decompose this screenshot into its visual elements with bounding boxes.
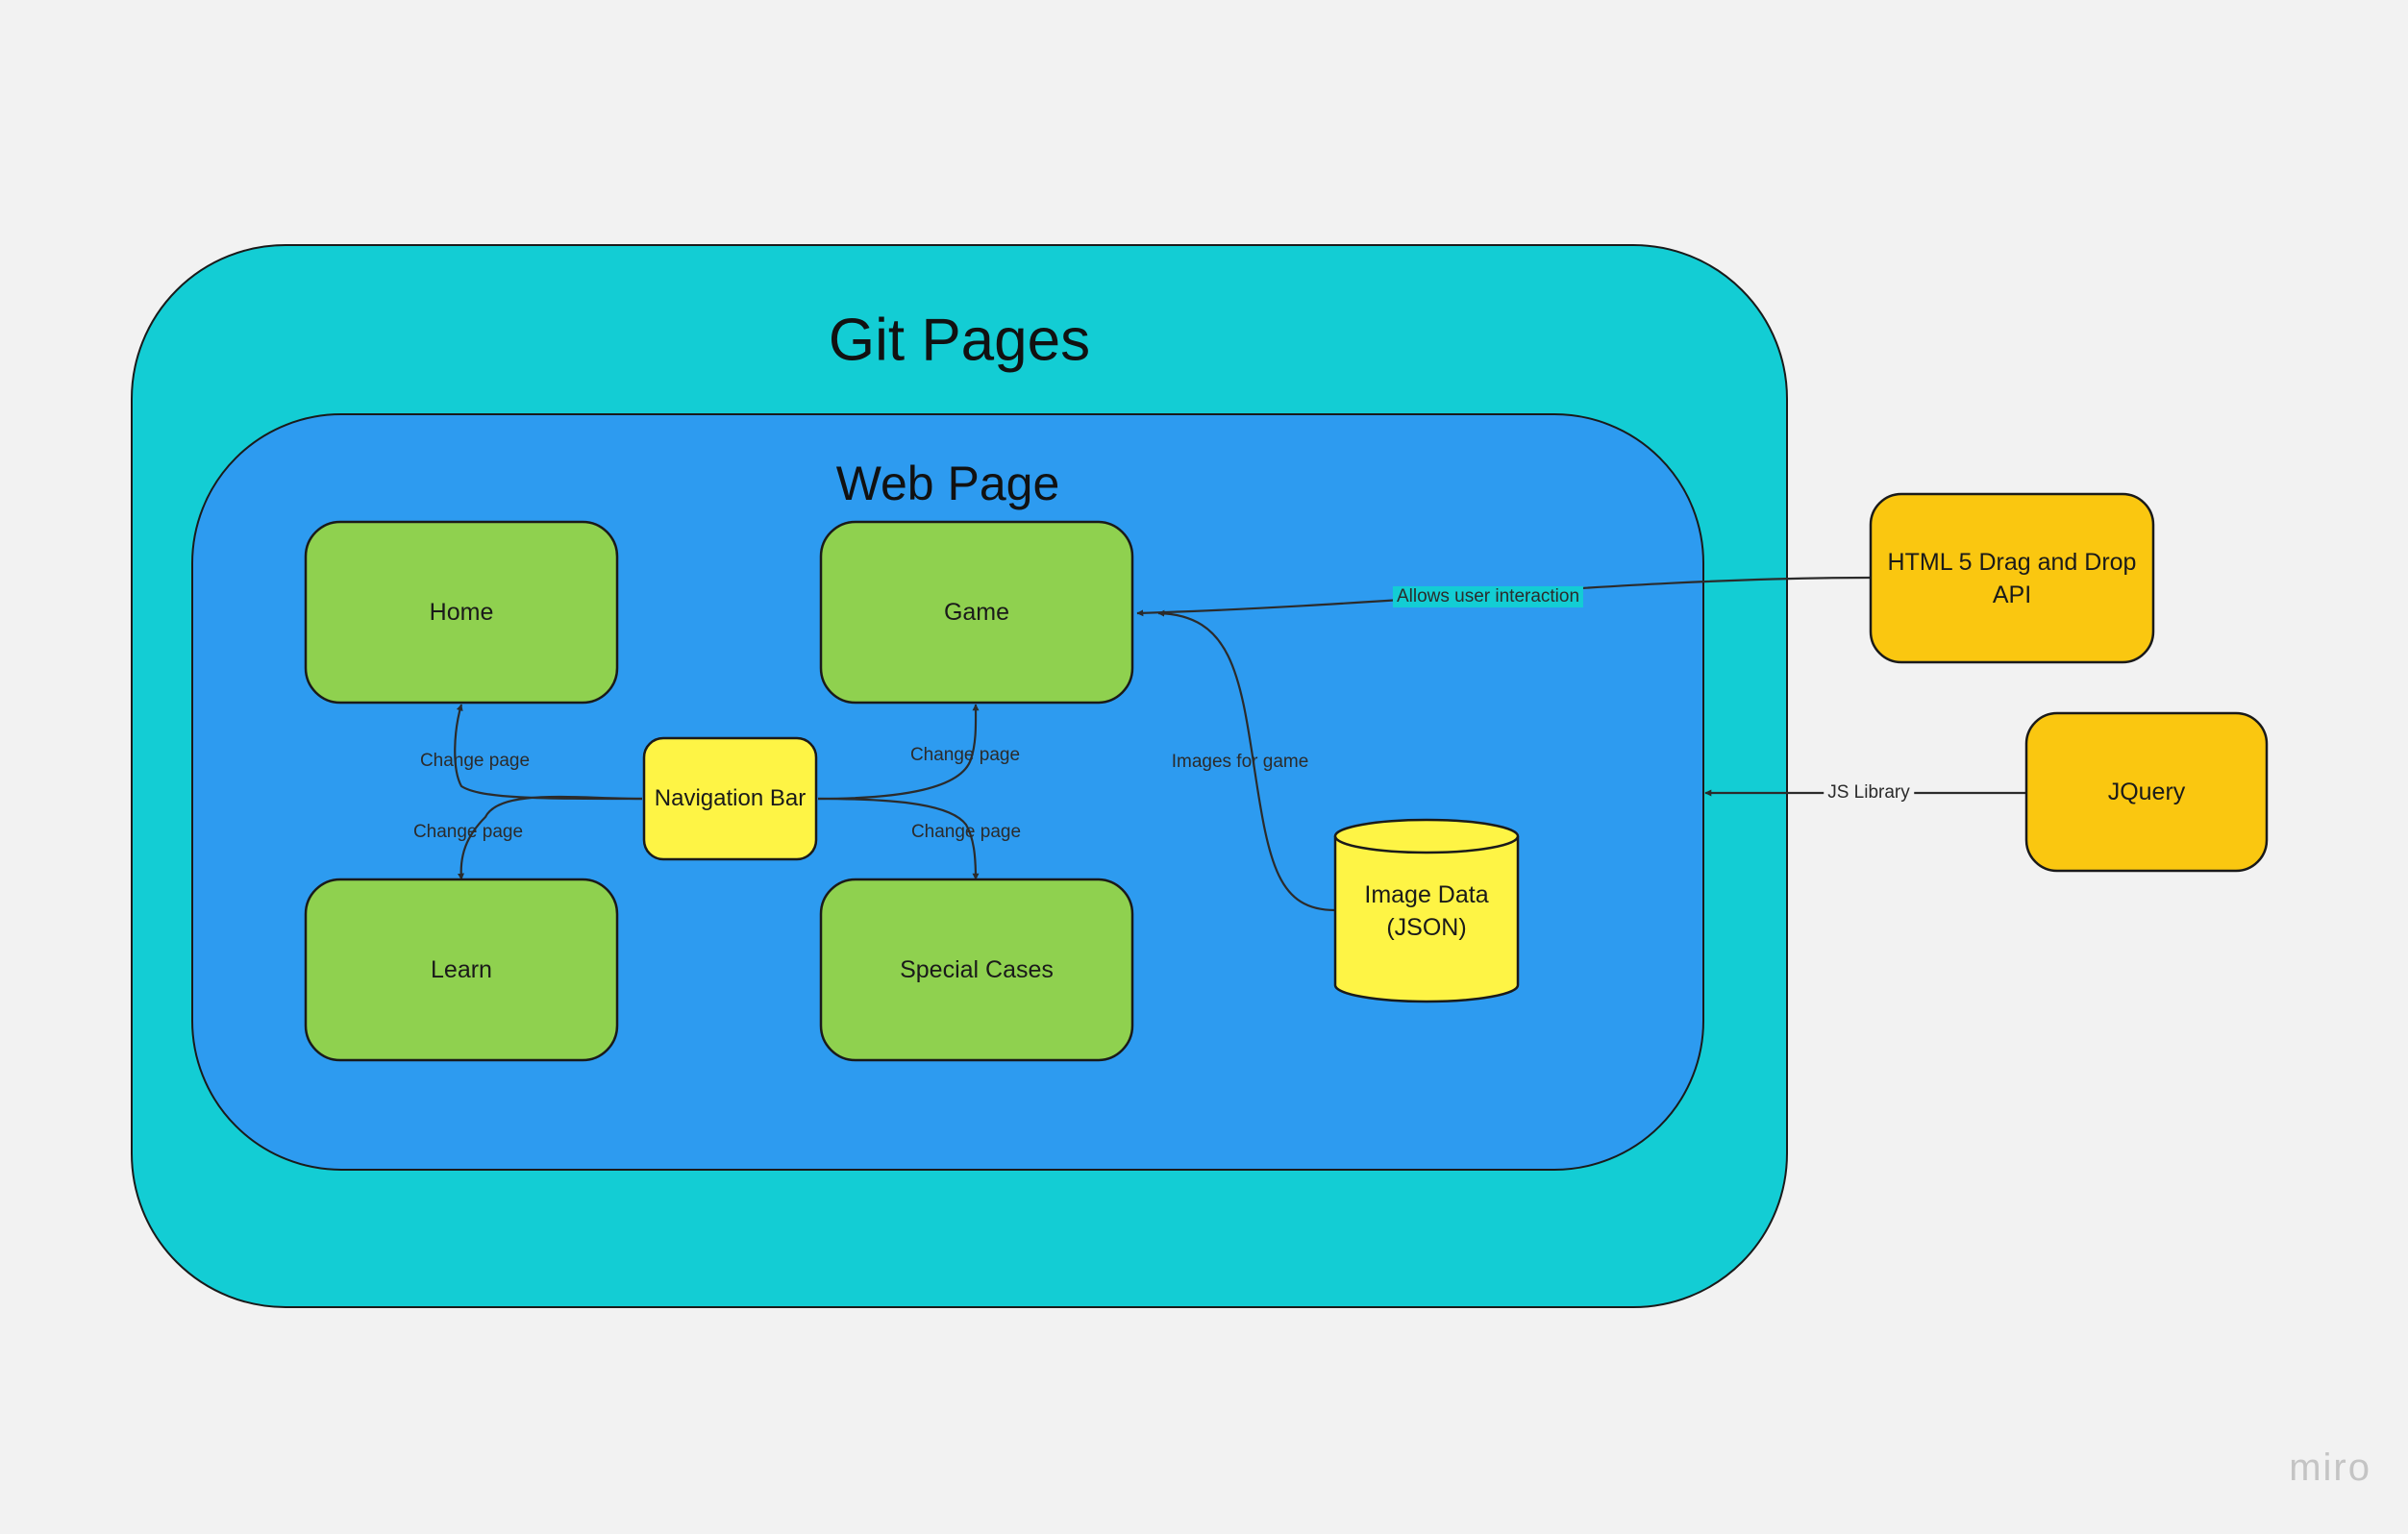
git-pages-title: Git Pages	[828, 307, 1091, 374]
node-game[interactable]	[819, 520, 1134, 705]
edge-nav-special	[817, 797, 980, 880]
node-drag-drop-api[interactable]	[1869, 492, 2155, 664]
edge-label-images-for-game: Images for game	[1171, 752, 1309, 772]
node-special-cases[interactable]	[819, 878, 1134, 1062]
edge-label-nav-special: Change page	[910, 822, 1022, 842]
edge-label-nav-game: Change page	[909, 745, 1021, 765]
edge-label-nav-home: Change page	[419, 751, 531, 771]
edge-nav-learn	[458, 795, 643, 880]
edge-images-for-game	[1157, 609, 1336, 912]
edge-label-allows-interaction: Allows user interaction	[1392, 586, 1584, 607]
node-jquery[interactable]	[2024, 711, 2269, 873]
edge-label-js-library: JS Library	[1824, 782, 1914, 804]
node-navigation-bar[interactable]	[642, 736, 818, 861]
edge-nav-home	[454, 704, 643, 801]
web-page-title: Web Page	[835, 457, 1060, 510]
edge-nav-game	[817, 704, 980, 801]
node-image-data[interactable]	[1333, 818, 1520, 1003]
node-home[interactable]	[304, 520, 619, 705]
node-learn[interactable]	[304, 878, 619, 1062]
edge-label-nav-learn: Change page	[412, 822, 524, 842]
miro-logo: miro	[2289, 1447, 2371, 1489]
